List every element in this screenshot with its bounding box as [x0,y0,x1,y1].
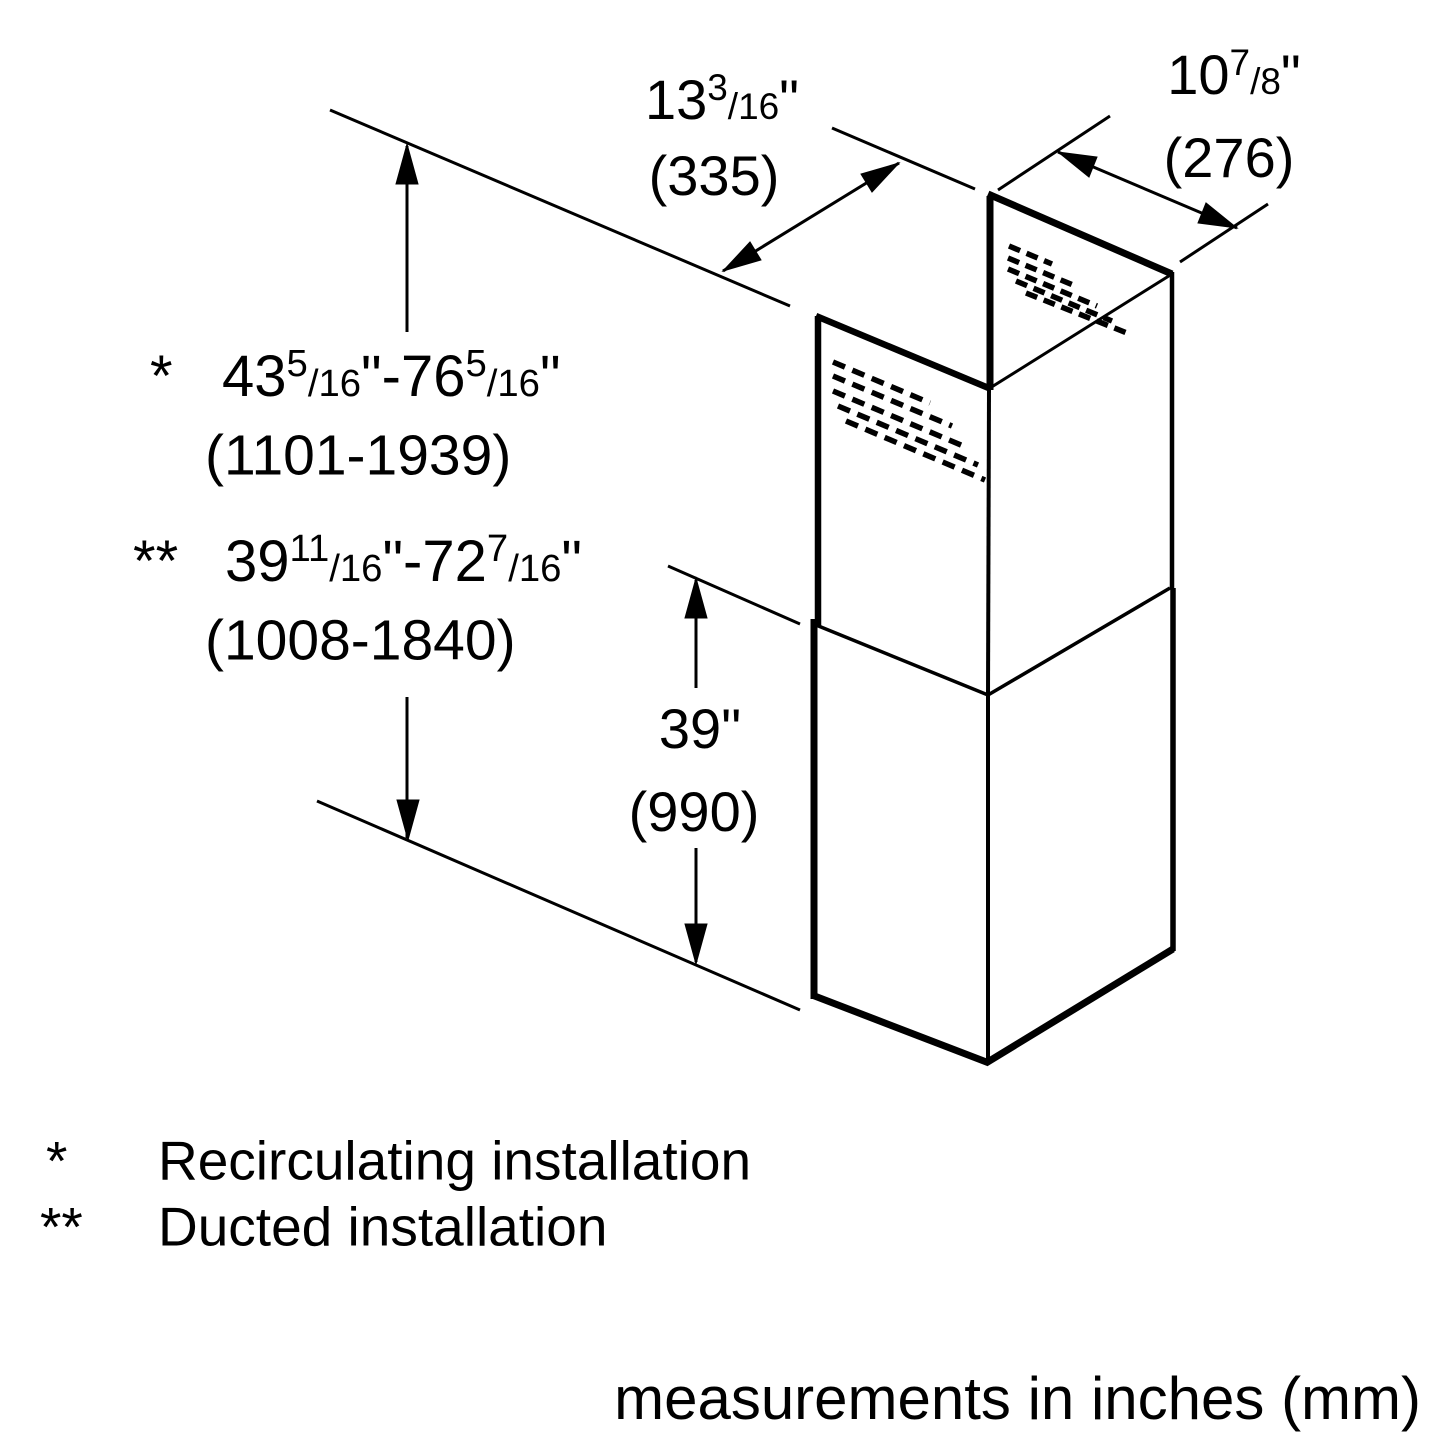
top-rim-left [814,313,993,392]
dim-value: 39 [225,529,290,594]
vent-slot-row [1007,243,1054,267]
fraction-numerator: 5 [286,342,308,386]
label-width-right-mm: (276) [1164,130,1295,186]
inch-mark: " [361,344,382,409]
dim-width-right-lines [997,114,1269,264]
dim-value: 72 [422,529,487,594]
dim-value-mm: (335) [648,144,780,207]
label-range-ducted-mm: (1008-1840) [205,612,516,670]
footnote-marker: ** [40,1195,83,1258]
inner-top-edge [989,272,1173,390]
vent-slots-inner-top [1006,243,1129,336]
dim-height-overall-lines [316,142,801,1012]
vent-slot-row [831,373,954,429]
legend-label: Ducted installation [158,1195,608,1258]
fraction-denominator: /16 [727,86,780,127]
dim-value: 13 [644,68,708,131]
label-range-ducted-inches: **3911/16"-727/16" [133,529,582,594]
vent-slot-row [844,418,987,483]
dim-value-mm: (990) [628,780,760,843]
label-width-left-mm: (335) [649,148,780,204]
bottom-edge-left [810,991,991,1067]
legend-item-recirculating: * Recirculating installation [46,1129,751,1192]
label-lower-section-mm: (990) [629,784,760,840]
extension-line-corner-right [1179,202,1269,264]
label-width-left-inches: 133/16" [645,69,799,128]
fraction-denominator: /8 [1250,61,1281,102]
fraction-numerator: 3 [707,66,728,108]
dim-width-left-lines [329,108,976,308]
vent-slot-row [1006,266,1099,309]
legend-label: Recirculating installation [158,1129,752,1192]
fraction-denominator: /16 [486,362,540,405]
extension-line-apex-right [997,114,1111,192]
label-range-recirculating-mm: (1101-1939) [205,427,511,485]
seam-edge-right [987,586,1171,697]
arrowhead [396,799,420,842]
bottom-edge-right [984,946,1175,1066]
dim-value: 76 [400,344,466,409]
seam-edge-left [815,623,989,697]
dim-lower-section-lines [667,564,801,966]
vent-slot-row [836,403,980,468]
dim-value: 10 [1167,43,1230,106]
inch-mark: " [539,344,561,409]
arrowhead [395,142,419,185]
vent-slot-row [1006,255,1075,288]
vent-slot-row [1014,278,1114,324]
extension-line-apex-left [831,126,976,191]
label-lower-section-inches: 39" [659,701,741,757]
vent-slot-row [831,359,932,406]
footnote-marker: * [46,1129,68,1192]
dim-value: 39" [658,697,742,760]
fraction-denominator: /16 [508,547,562,590]
fraction-numerator: 5 [465,342,487,386]
inch-mark: " [779,68,800,131]
arrowhead [684,923,708,966]
dim-value-mm: (1008-1840) [205,608,516,673]
fraction-numerator: 7 [1229,41,1251,83]
dim-value-mm: (1101-1939) [205,423,512,488]
units-note: measurements in inches (mm) [614,1369,1421,1429]
units-note-text: measurements in inches (mm) [614,1365,1421,1432]
arrowhead [721,241,762,272]
fraction-denominator: /16 [307,362,362,405]
vent-slots-left-face [831,359,987,483]
fraction-denominator: /16 [329,547,383,590]
arrowhead [1056,151,1098,178]
vent-slot-row [831,388,970,451]
range-separator: - [381,344,401,409]
label-range-recirculating-inches: *435/16"-765/16" [150,344,561,409]
top-rim-right [986,190,1174,278]
fraction-numerator: 7 [486,527,509,571]
label-width-right-inches: 107/8" [1167,44,1301,103]
fraction-numerator: 11 [289,527,330,571]
arrowhead [684,576,708,619]
inch-mark: " [382,529,404,594]
range-separator: - [403,529,423,594]
extension-line-seam [667,564,801,626]
chimney-extension-outline [810,190,1176,1067]
legend-item-ducted: ** Ducted installation [40,1195,607,1258]
footnote-marker: ** [133,529,179,594]
arrowhead [860,162,901,193]
inch-mark: " [561,529,582,594]
extension-line-top-left-long [329,108,791,308]
dim-value: 43 [222,344,287,409]
dim-value-mm: (276) [1163,126,1295,189]
extension-line-bottom-left-long [316,799,801,1012]
front-corner-edge-middle [986,387,991,697]
arrowhead [1197,202,1239,229]
footnote-marker: * [150,344,173,409]
inch-mark: " [1280,43,1301,106]
